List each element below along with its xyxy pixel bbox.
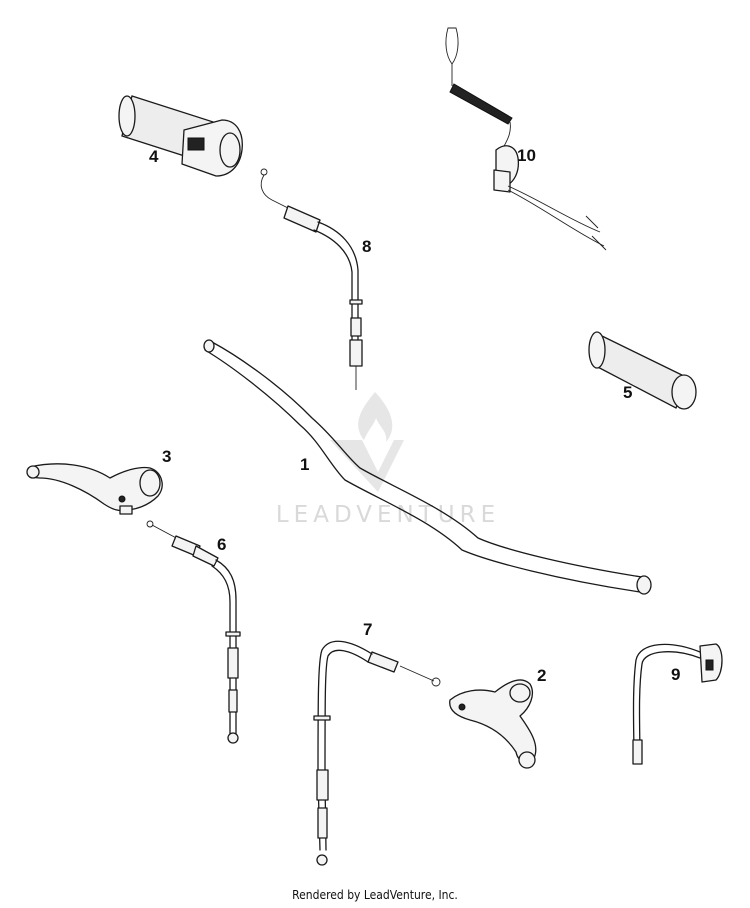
- watermark: LEADVENTURE: [276, 392, 500, 528]
- callout-1: 1: [300, 455, 309, 474]
- brake-lever: 3: [26, 447, 171, 515]
- watermark-flame-icon: [358, 392, 393, 442]
- callout-7: 7: [363, 620, 372, 639]
- cable-7: 7: [313, 620, 441, 866]
- callout-10: 10: [517, 146, 536, 165]
- callout-9: 9: [671, 665, 680, 684]
- watermark-text: LEADVENTURE: [276, 502, 500, 528]
- throttle-grip: 4: [118, 95, 243, 177]
- callout-5: 5: [623, 383, 632, 402]
- cable-6: 6: [146, 520, 241, 744]
- callout-4: 4: [149, 147, 159, 166]
- callout-3: 3: [162, 447, 171, 466]
- handlebar: 1: [203, 339, 652, 595]
- throttle-cable: 8: [260, 168, 371, 390]
- callout-2: 2: [537, 666, 546, 685]
- left-grip: 5: [588, 331, 697, 410]
- footer-credit: Rendered by LeadVenture, Inc.: [292, 888, 458, 902]
- kill-switch: 9: [632, 643, 723, 765]
- tether-switch: 10: [445, 27, 607, 251]
- callout-8: 8: [362, 237, 371, 256]
- callout-6: 6: [217, 535, 226, 554]
- clutch-lever: 2: [449, 666, 546, 769]
- watermark-v-icon: [330, 440, 404, 492]
